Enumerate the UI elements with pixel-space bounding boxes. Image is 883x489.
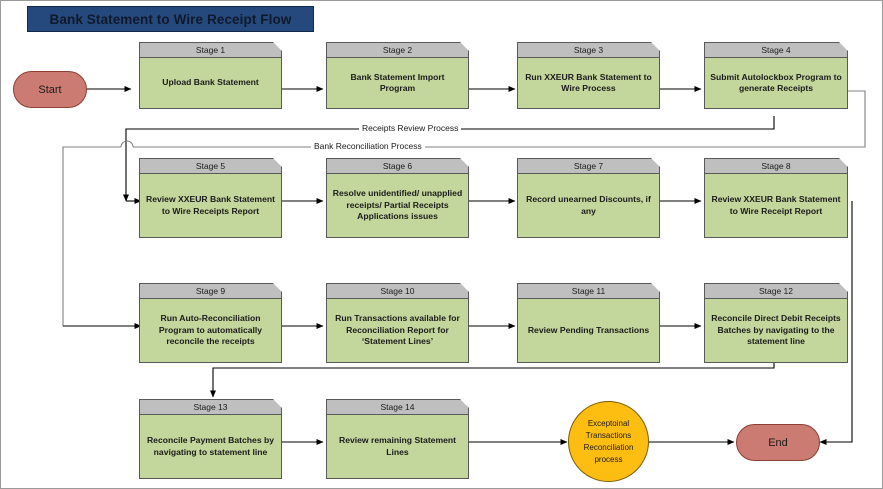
stage-12-header-label: Stage 12: [758, 285, 794, 296]
stage-9-header: Stage 9: [139, 283, 282, 298]
stage-14-body: Review remaining Statement Lines: [326, 414, 469, 479]
stage-2-header: Stage 2: [326, 42, 469, 57]
stage-9[interactable]: Stage 9 Run Auto-Reconciliation Program …: [139, 283, 282, 363]
stage-5-header: Stage 5: [139, 158, 282, 173]
end-node-label: End: [768, 436, 788, 449]
stage-4-header-label: Stage 4: [761, 44, 791, 55]
stage-13-body-label: Reconcile Payment Batches by navigating …: [146, 435, 275, 457]
stage-9-header-label: Stage 9: [195, 285, 226, 296]
stage-5-header-label: Stage 5: [195, 160, 226, 171]
stage-11-header-label: Stage 11: [571, 285, 606, 296]
edge-label-receipts-review-process-text: Receipts Review Process: [362, 123, 459, 133]
stage-10-body: Run Transactions available for Reconcili…: [326, 298, 469, 363]
stage-8-header-label: Stage 8: [761, 160, 791, 171]
stage-14-body-label: Review remaining Statement Lines: [338, 435, 456, 457]
stage-6[interactable]: Stage 6 Resolve unidentified/ unapplied …: [326, 158, 469, 238]
stage-14[interactable]: Stage 14 Review remaining Statement Line…: [326, 399, 469, 479]
stage-7-body: Record unearned Discounts, if any: [517, 173, 660, 238]
stage-4-body-label: Submit Autolockbox Program to generate R…: [710, 71, 842, 93]
stage-6-header-label: Stage 6: [382, 160, 413, 171]
stage-2-body: Bank Statement Import Program: [326, 57, 469, 109]
stage-5-body: Review XXEUR Bank Statement to Wire Rece…: [139, 173, 282, 238]
stage-1-body-label: Upload Bank Statement: [162, 77, 259, 88]
stage-4-body: Submit Autolockbox Program to generate R…: [704, 57, 848, 109]
stage-2[interactable]: Stage 2 Bank Statement Import Program: [326, 42, 469, 109]
edge-stage12-to-stage13: [210, 358, 775, 398]
edge-stage8-to-end: [819, 201, 853, 445]
stage-6-body-label: Resolve unidentified/ unapplied receipts…: [332, 188, 463, 222]
stage-8-body-label: Review XXEUR Bank Statement to Wire Rece…: [711, 194, 841, 216]
stage-13-header-label: Stage 13: [193, 401, 228, 412]
end-node[interactable]: End: [736, 424, 820, 461]
stage-7-header-label: Stage 7: [573, 160, 604, 171]
stage-2-header-label: Stage 2: [382, 44, 413, 55]
start-node[interactable]: Start: [13, 71, 87, 108]
edge-label-bank-reconciliation-process: Bank Reconciliation Process: [311, 142, 425, 151]
stage-6-body: Resolve unidentified/ unapplied receipts…: [326, 173, 469, 238]
stage-11[interactable]: Stage 11 Review Pending Transactions: [517, 283, 660, 363]
stage-12[interactable]: Stage 12 Reconcile Direct Debit Receipts…: [704, 283, 848, 363]
stage-12-body: Reconcile Direct Debit Receipts Batches …: [704, 298, 848, 363]
stage-8-header: Stage 8: [704, 158, 848, 173]
stage-3-header-label: Stage 3: [573, 44, 604, 55]
stage-2-body-label: Bank Statement Import Program: [350, 71, 445, 93]
stage-13[interactable]: Stage 13 Reconcile Payment Batches by na…: [139, 399, 282, 479]
exceptional-line-2: Transactions: [585, 430, 632, 440]
stage-14-header: Stage 14: [326, 399, 469, 414]
stage-11-body-label: Review Pending Transactions: [527, 324, 650, 335]
exceptional-line-1: Exceptoinal: [587, 418, 630, 428]
stage-7[interactable]: Stage 7 Record unearned Discounts, if an…: [517, 158, 660, 238]
stage-9-body: Run Auto-Reconciliation Program to autom…: [139, 298, 282, 363]
stage-10[interactable]: Stage 10 Run Transactions available for …: [326, 283, 469, 363]
stage-10-header-label: Stage 10: [380, 285, 415, 296]
stage-7-header: Stage 7: [517, 158, 660, 173]
edge-bank-reconciliation-tail: [62, 146, 121, 326]
stage-3-header: Stage 3: [517, 42, 660, 57]
stage-13-body: Reconcile Payment Batches by navigating …: [139, 414, 282, 479]
stage-3[interactable]: Stage 3 Run XXEUR Bank Statement to Wire…: [517, 42, 660, 109]
edge-bank-reconciliation-process: [133, 90, 866, 148]
stage-1-body: Upload Bank Statement: [139, 57, 282, 109]
stage-1[interactable]: Stage 1 Upload Bank Statement: [139, 42, 282, 109]
stage-10-header: Stage 10: [326, 283, 469, 298]
stage-8-body: Review XXEUR Bank Statement to Wire Rece…: [704, 173, 848, 238]
stage-14-header-label: Stage 14: [380, 401, 415, 412]
edge-bank-reconciliation-hop: [120, 140, 134, 148]
stage-3-body: Run XXEUR Bank Statement to Wire Process: [517, 57, 660, 109]
stage-4-header: Stage 4: [704, 42, 848, 57]
stage-12-body-label: Reconcile Direct Debit Receipts Batches …: [711, 313, 841, 347]
stage-11-body: Review Pending Transactions: [517, 298, 660, 363]
stage-13-header: Stage 13: [139, 399, 282, 414]
stage-9-body-label: Run Auto-Reconciliation Program to autom…: [158, 313, 263, 347]
stage-8[interactable]: Stage 8 Review XXEUR Bank Statement to W…: [704, 158, 848, 238]
exceptional-transactions-label: Exceptoinal Transactions Reconciliation …: [581, 418, 637, 466]
start-node-label: Start: [38, 83, 62, 96]
stage-6-header: Stage 6: [326, 158, 469, 173]
edge-label-receipts-review-process: Receipts Review Process: [359, 123, 462, 133]
stage-10-body-label: Run Transactions available for Reconcili…: [335, 313, 460, 347]
diagram-title-banner: Bank Statement to Wire Receipt Flow: [27, 6, 314, 32]
stage-1-header-label: Stage 1: [195, 44, 226, 55]
stage-12-header: Stage 12: [704, 283, 848, 298]
stage-5-body-label: Review XXEUR Bank Statement to Wire Rece…: [146, 194, 275, 216]
stage-11-header: Stage 11: [517, 283, 660, 298]
exceptional-transactions-node[interactable]: Exceptoinal Transactions Reconciliation …: [568, 401, 649, 482]
exceptional-line-4: process: [594, 454, 623, 464]
page-title: Bank Statement to Wire Receipt Flow: [49, 11, 292, 27]
exceptional-line-3: Reconciliation: [583, 442, 634, 452]
stage-4[interactable]: Stage 4 Submit Autolockbox Program to ge…: [704, 42, 848, 109]
edge-label-bank-reconciliation-process-text: Bank Reconciliation Process: [314, 141, 422, 151]
stage-1-header: Stage 1: [139, 42, 282, 57]
stage-3-body-label: Run XXEUR Bank Statement to Wire Process: [525, 71, 652, 93]
stage-7-body-label: Record unearned Discounts, if any: [526, 194, 651, 216]
stage-5[interactable]: Stage 5 Review XXEUR Bank Statement to W…: [139, 158, 282, 238]
